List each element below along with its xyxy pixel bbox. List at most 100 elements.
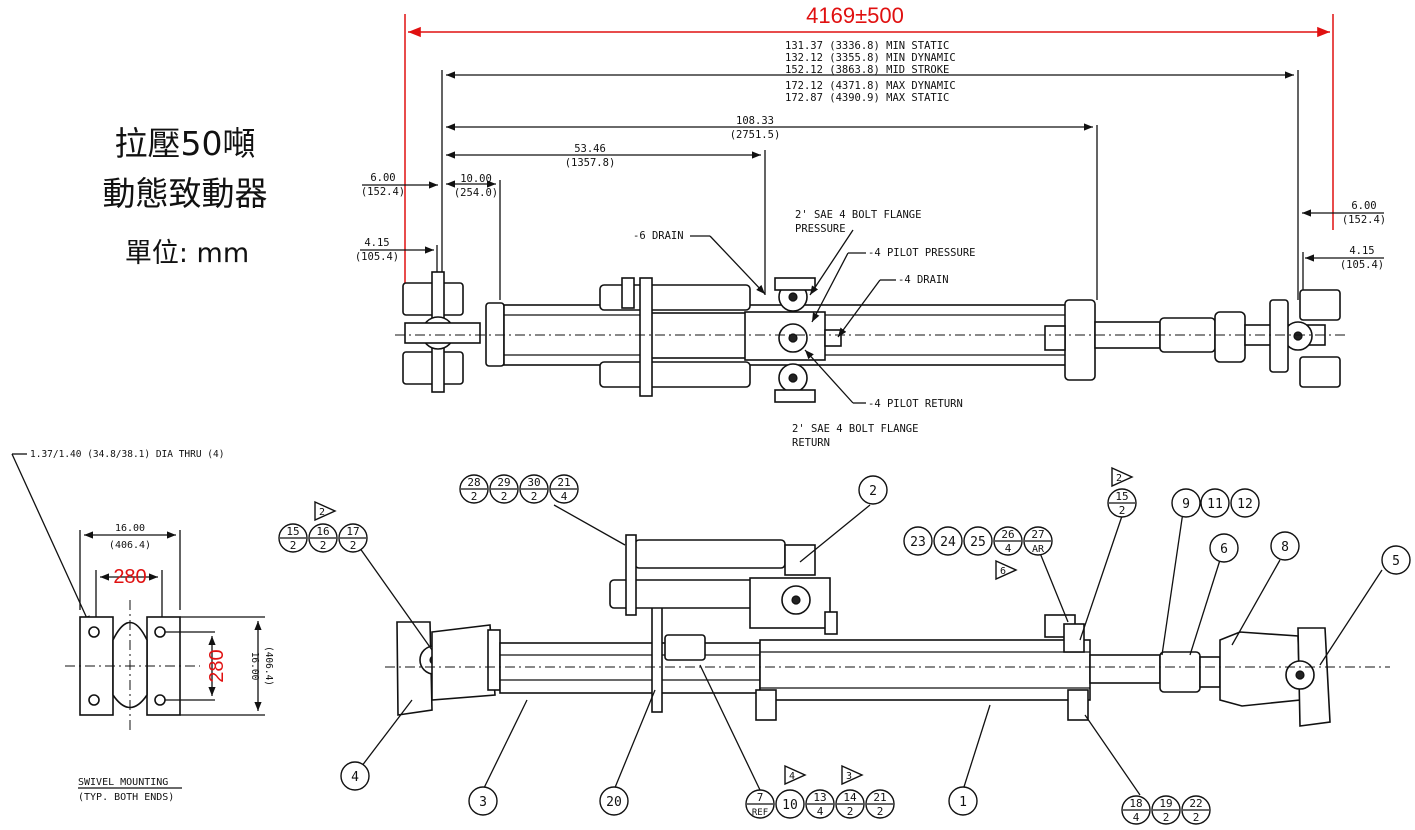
svg-text:18: 18: [1129, 797, 1142, 810]
hole-note: 1.37/1.40 (34.8/38.1) DIA THRU (4): [30, 449, 224, 460]
svg-text:27: 27: [1031, 528, 1044, 541]
svg-text:2: 2: [1163, 811, 1170, 824]
svg-text:2: 2: [1119, 504, 1126, 517]
balloon-8: 8: [1270, 531, 1300, 561]
dim-6-left-mm: (152.4): [361, 186, 405, 198]
rev-triangle-6: 6: [995, 559, 1018, 581]
svg-text:15: 15: [1115, 490, 1128, 503]
svg-text:REF: REF: [752, 808, 768, 818]
swivel-width: 16.00: [115, 523, 145, 534]
svg-text:26: 26: [1001, 528, 1014, 541]
balloon-28-2: 282: [459, 474, 489, 504]
swivel-caption: SWIVEL MOUNTING: [78, 777, 168, 788]
rev-triangle-2-left: 2: [314, 500, 337, 522]
balloon-17-2: 172: [338, 523, 368, 553]
balloon-30-2: 302: [519, 474, 549, 504]
dim-min-static: 131.37 (3336.8) MIN STATIC: [785, 40, 949, 52]
dim-10-mm: (254.0): [454, 187, 498, 199]
svg-text:4: 4: [351, 770, 359, 785]
svg-text:8: 8: [1281, 540, 1289, 555]
svg-text:6: 6: [1000, 566, 1006, 577]
svg-text:23: 23: [910, 535, 926, 550]
dim-415-right-mm: (105.4): [1340, 259, 1384, 271]
balloon-9: 9: [1171, 488, 1201, 518]
balloon-20: 20: [599, 786, 629, 816]
svg-text:16: 16: [316, 525, 329, 538]
svg-text:1: 1: [959, 795, 967, 810]
svg-text:17: 17: [346, 525, 359, 538]
svg-text:2: 2: [877, 805, 884, 818]
svg-text:13: 13: [813, 791, 826, 804]
dim-415-left-mm: (105.4): [355, 251, 399, 263]
balloon-18-4: 184: [1121, 795, 1151, 825]
overall-dimension: 4169±500: [404, 3, 1334, 300]
svg-text:11: 11: [1207, 497, 1223, 512]
rev-triangle-2-right: 2: [1111, 466, 1134, 488]
swivel-caption-2: (TYP. BOTH ENDS): [78, 792, 174, 803]
svg-text:5: 5: [1392, 554, 1400, 569]
swivel-height-mm: (406.4): [263, 646, 274, 686]
balloon-13-4: 134: [805, 789, 835, 819]
svg-text:AR: AR: [1032, 544, 1045, 555]
balloon-14-2: 142: [835, 789, 865, 819]
svg-text:21: 21: [557, 476, 570, 489]
swivel-hole-spacing-h: 280: [113, 566, 146, 588]
title-block: 拉壓50噸 動態致動器 單位: mm: [103, 124, 268, 269]
dim-415-left: 4.15: [364, 237, 389, 249]
callout-pilot-return: -4 PILOT RETURN: [868, 398, 963, 410]
callout-flange-pressure: 2' SAE 4 BOLT FLANGE: [795, 209, 921, 221]
balloon-12: 12: [1230, 488, 1260, 518]
balloon-2: 2: [858, 475, 888, 505]
balloon-10: 10: [775, 789, 805, 819]
svg-text:22: 22: [1189, 797, 1202, 810]
svg-text:30: 30: [527, 476, 540, 489]
svg-text:4: 4: [817, 805, 824, 818]
top-dimensions: 131.37 (3336.8) MIN STATIC 132.12 (3355.…: [355, 40, 1386, 300]
unit-label: 單位: mm: [125, 238, 249, 269]
svg-text:4: 4: [561, 490, 568, 503]
dim-10: 10.00: [460, 173, 492, 185]
title-line-1: 拉壓50噸: [115, 124, 256, 163]
svg-text:4: 4: [789, 771, 795, 782]
dim-6-right-mm: (152.4): [1342, 214, 1386, 226]
port-callouts: -6 DRAIN 2' SAE 4 BOLT FLANGE PRESSURE -…: [633, 209, 975, 449]
svg-text:4: 4: [1005, 542, 1012, 555]
svg-text:2: 2: [847, 805, 854, 818]
svg-text:14: 14: [843, 791, 857, 804]
svg-text:25: 25: [970, 535, 986, 550]
rev-triangle-3: 3: [841, 764, 864, 786]
balloon-19-2: 192: [1151, 795, 1181, 825]
swivel-height: 16.00: [249, 652, 260, 681]
balloon-16-2: 162: [308, 523, 338, 553]
dim-max-dynamic: 172.12 (4371.8) MAX DYNAMIC: [785, 80, 956, 92]
top-view-actuator: [395, 271, 1345, 403]
overall-length-label: 4169±500: [806, 3, 904, 28]
balloon-21-4: 214: [549, 474, 579, 504]
balloon-22-2: 222: [1181, 795, 1211, 825]
isometric-assembly: [385, 534, 1390, 727]
dim-6-left: 6.00: [370, 172, 395, 184]
svg-text:21: 21: [873, 791, 886, 804]
dim-53: 53.46: [574, 143, 606, 155]
rev-triangle-4: 4: [784, 764, 807, 786]
svg-text:2: 2: [290, 539, 297, 552]
svg-text:2: 2: [1116, 473, 1122, 484]
svg-text:12: 12: [1237, 497, 1253, 512]
balloon-23: 23: [903, 526, 933, 556]
svg-text:3: 3: [846, 771, 852, 782]
svg-text:24: 24: [940, 535, 956, 550]
balloon-29-2: 292: [489, 474, 519, 504]
svg-text:6: 6: [1220, 542, 1228, 557]
part-balloons: 1 2 3 4 5 6 8 9 11 12 20 10 23 24 25 152…: [278, 466, 1411, 825]
balloon-15-2-top: 152: [1107, 488, 1137, 518]
svg-text:2: 2: [319, 507, 325, 518]
svg-text:2: 2: [320, 539, 327, 552]
svg-text:19: 19: [1159, 797, 1172, 810]
svg-text:4: 4: [1133, 811, 1140, 824]
balloon-15-2: 152: [278, 523, 308, 553]
svg-text:2: 2: [471, 490, 478, 503]
dim-mid-stroke: 152.12 (3863.8) MID STROKE: [785, 64, 949, 76]
svg-text:9: 9: [1182, 497, 1190, 512]
